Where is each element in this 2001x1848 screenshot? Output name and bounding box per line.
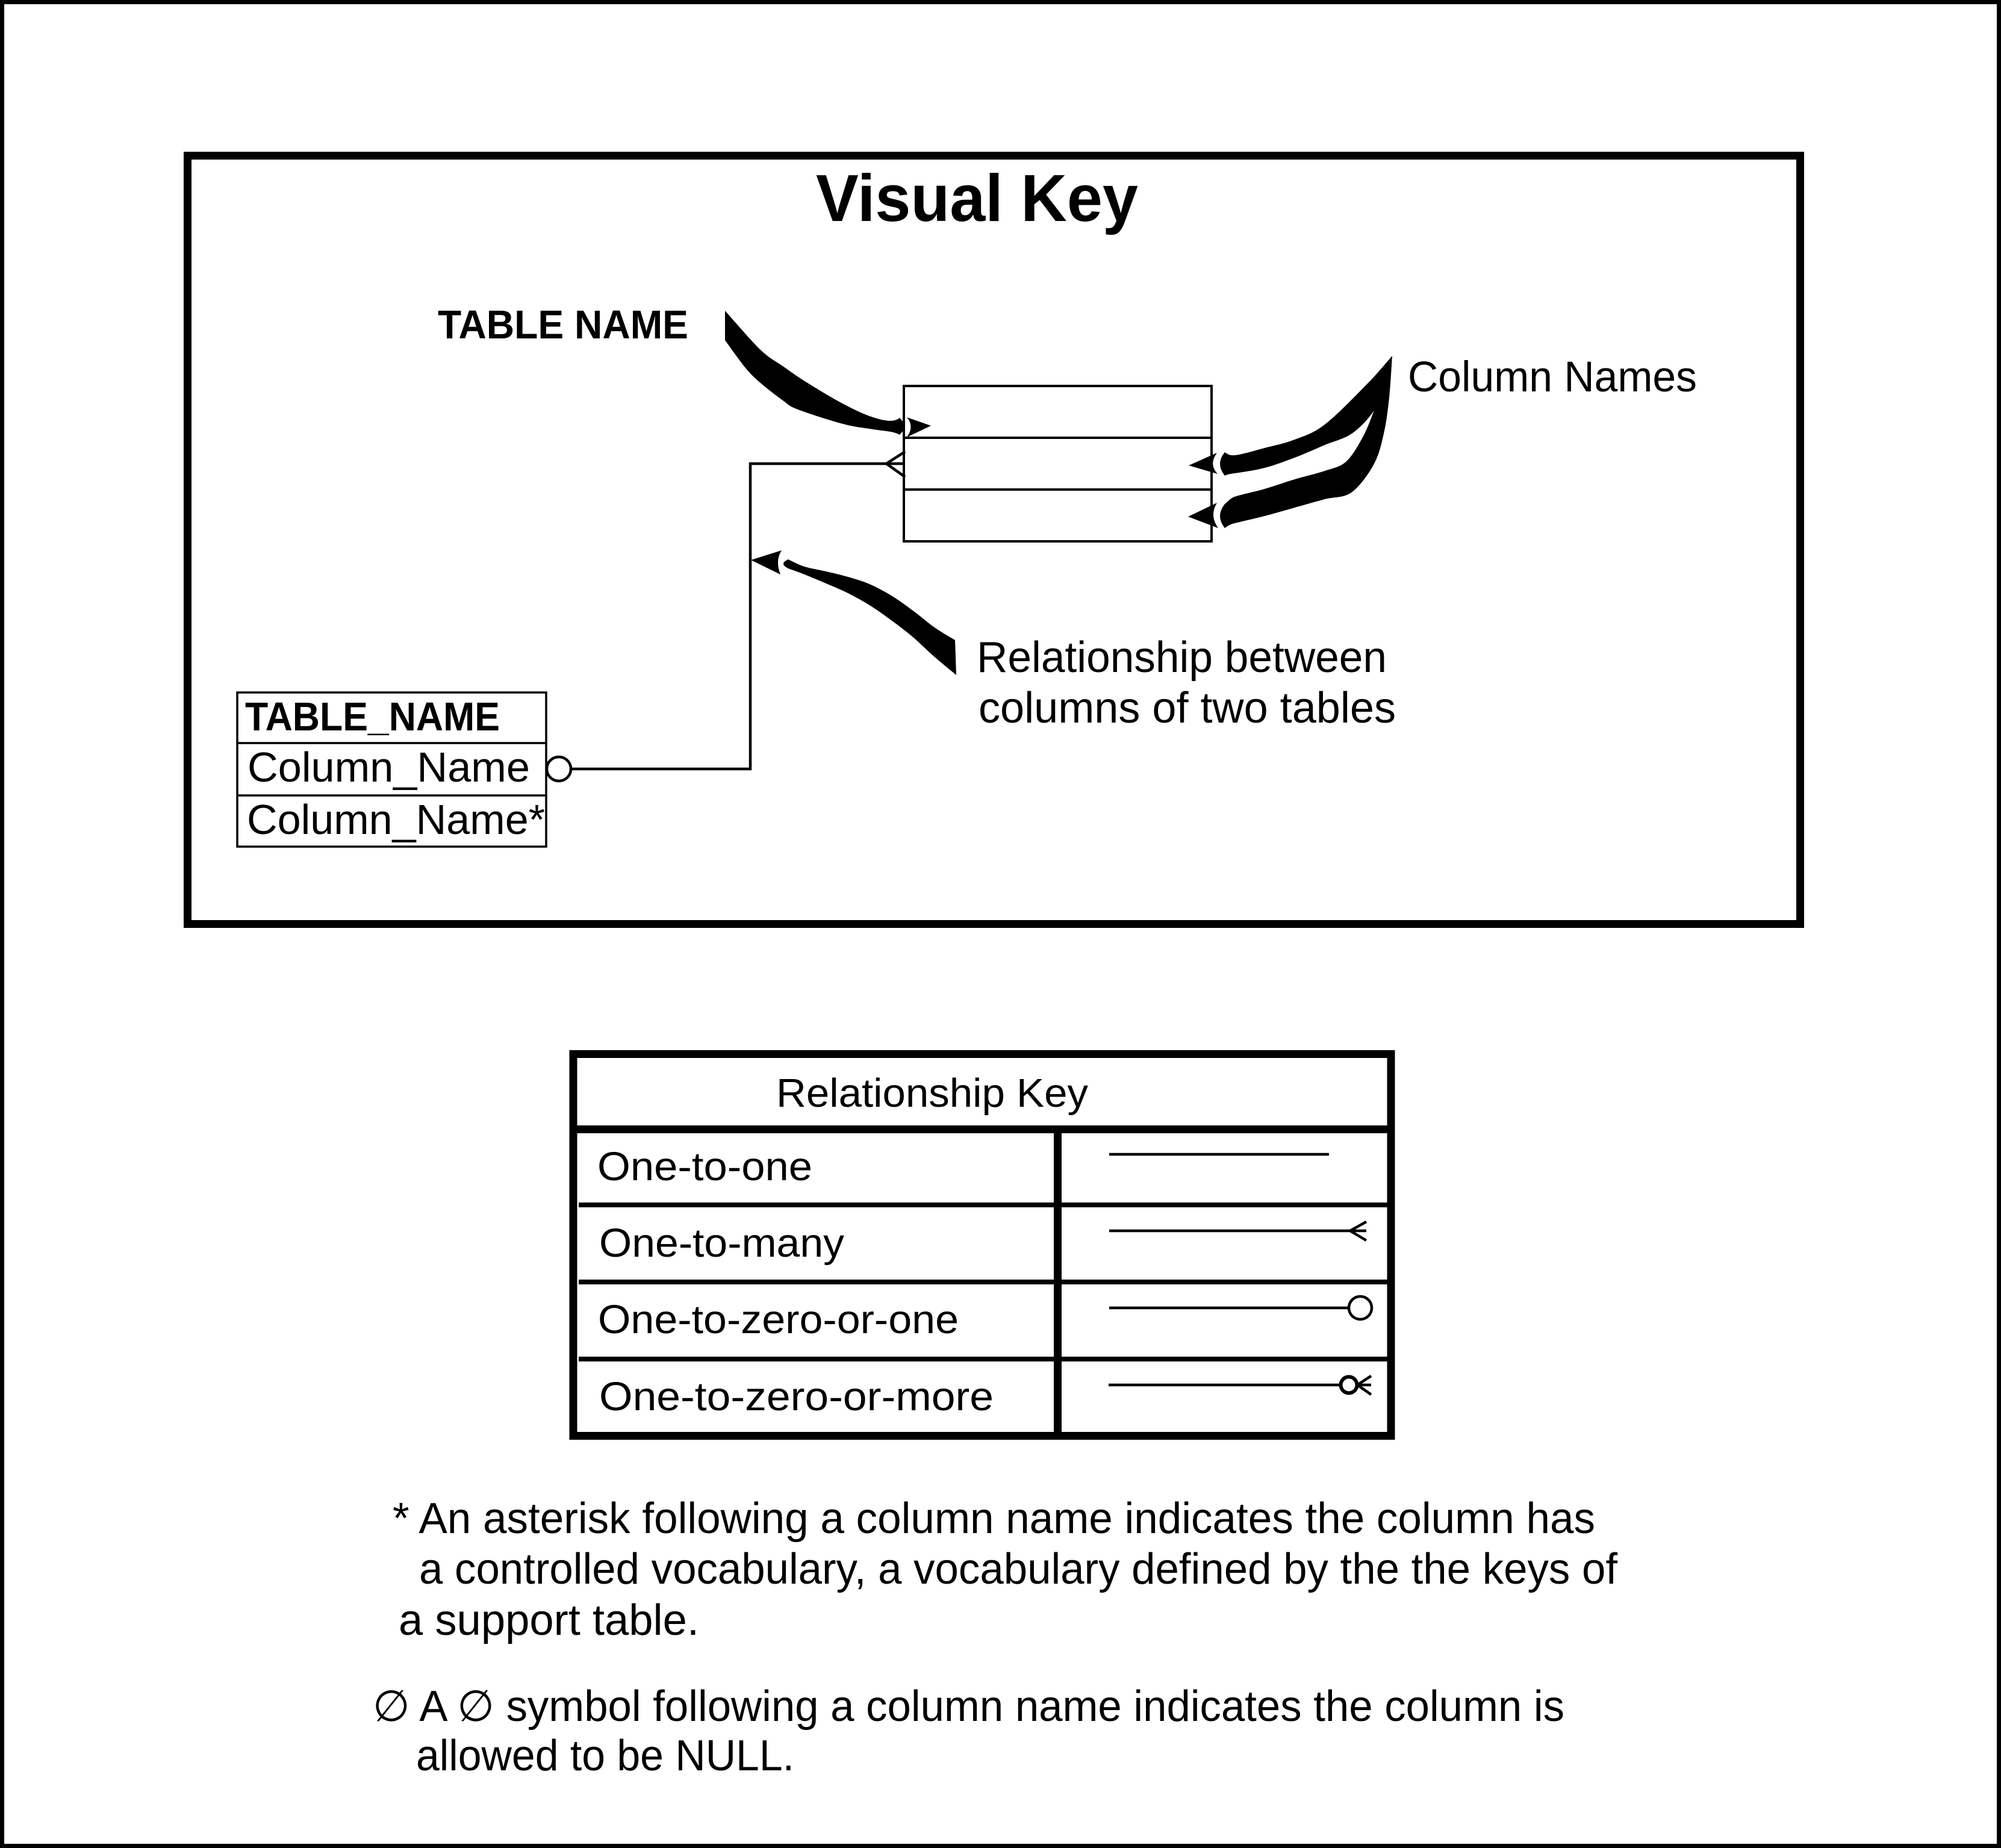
- svg-text:allowed to be NULL.: allowed to be NULL.: [416, 1732, 794, 1780]
- svg-text:One-to-many: One-to-many: [599, 1221, 845, 1266]
- svg-text:TABLE_NAME: TABLE_NAME: [245, 694, 500, 739]
- svg-text:Relationship between: Relationship between: [977, 633, 1387, 682]
- svg-text:Relationship Key: Relationship Key: [776, 1071, 1089, 1116]
- svg-text:TABLE NAME: TABLE NAME: [438, 302, 688, 347]
- svg-text:a support table.: a support table.: [399, 1596, 699, 1644]
- svg-text:Column_Name*: Column_Name*: [247, 796, 545, 843]
- svg-text:One-to-one: One-to-one: [597, 1144, 812, 1189]
- svg-text:Visual Key: Visual Key: [816, 161, 1138, 235]
- svg-text:* An asterisk following a colu: * An asterisk following a column name in…: [393, 1495, 1595, 1543]
- svg-text:a controlled vocabulary, a voc: a controlled vocabulary, a vocabulary de…: [419, 1545, 1618, 1593]
- svg-text:∅ A ∅ symbol following a colum: ∅ A ∅ symbol following a column name ind…: [373, 1682, 1564, 1731]
- svg-text:One-to-zero-or-more: One-to-zero-or-more: [599, 1374, 994, 1419]
- svg-text:Column_Name: Column_Name: [247, 744, 530, 791]
- svg-text:Column Names: Column Names: [1408, 353, 1697, 401]
- svg-text:One-to-zero-or-one: One-to-zero-or-one: [598, 1297, 959, 1342]
- svg-text:columns of two tables: columns of two tables: [979, 684, 1396, 732]
